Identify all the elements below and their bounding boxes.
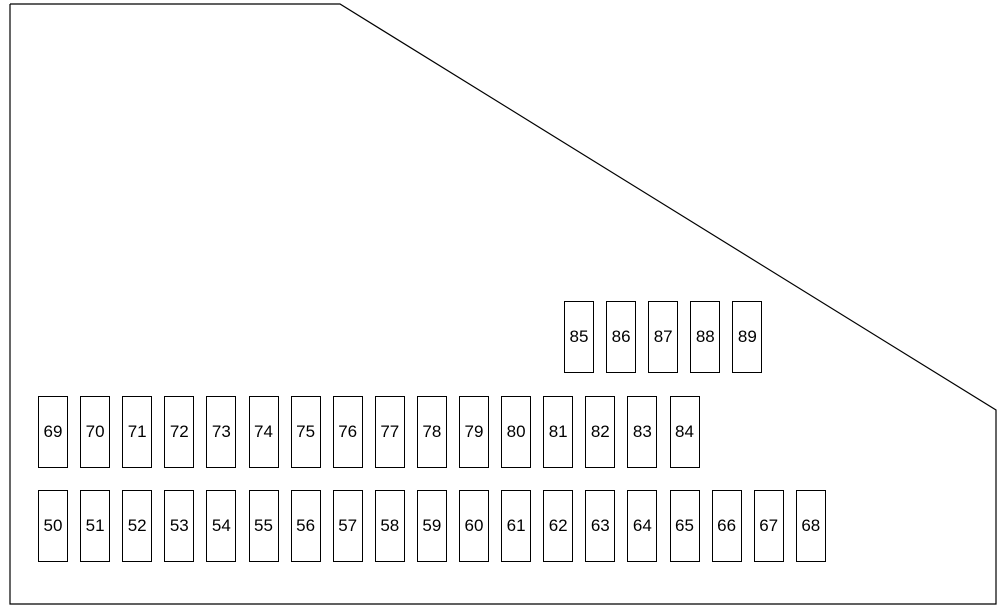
fuse-75[interactable]: 75 — [290, 396, 321, 468]
fuse-78[interactable]: 78 — [416, 396, 447, 468]
fuse-74[interactable]: 74 — [248, 396, 279, 468]
fuse-57[interactable]: 57 — [332, 490, 363, 562]
fuse-86[interactable]: 86 — [606, 301, 637, 373]
fuse-82[interactable]: 82 — [585, 396, 616, 468]
fuse-63[interactable]: 63 — [585, 490, 616, 562]
fuse-59[interactable]: 59 — [416, 490, 447, 562]
fuse-67[interactable]: 67 — [753, 490, 784, 562]
fuse-73[interactable]: 73 — [206, 396, 237, 468]
fuse-60[interactable]: 60 — [459, 490, 489, 562]
fuse-88[interactable]: 88 — [690, 301, 721, 373]
fuse-62[interactable]: 62 — [543, 490, 574, 562]
fuse-79[interactable]: 79 — [459, 396, 489, 468]
fuse-66[interactable]: 66 — [711, 490, 742, 562]
fuse-52[interactable]: 52 — [122, 490, 153, 562]
fuse-54[interactable]: 54 — [206, 490, 237, 562]
fuse-81[interactable]: 81 — [543, 396, 574, 468]
fuse-50[interactable]: 50 — [38, 490, 68, 562]
fuse-87[interactable]: 87 — [648, 301, 679, 373]
fuse-56[interactable]: 56 — [290, 490, 321, 562]
fuse-61[interactable]: 61 — [501, 490, 532, 562]
fuse-89[interactable]: 89 — [732, 301, 763, 373]
fuse-77[interactable]: 77 — [374, 396, 405, 468]
fuse-65[interactable]: 65 — [669, 490, 700, 562]
fuse-70[interactable]: 70 — [80, 396, 111, 468]
fuse-84[interactable]: 84 — [669, 396, 700, 468]
fuse-64[interactable]: 64 — [627, 490, 658, 562]
fuse-76[interactable]: 76 — [332, 396, 363, 468]
fuse-51[interactable]: 51 — [80, 490, 111, 562]
fuse-80[interactable]: 80 — [501, 396, 532, 468]
fuse-72[interactable]: 72 — [164, 396, 195, 468]
fuse-58[interactable]: 58 — [374, 490, 405, 562]
fuse-69[interactable]: 69 — [38, 396, 68, 468]
fuse-55[interactable]: 55 — [248, 490, 279, 562]
fuse-68[interactable]: 68 — [795, 490, 826, 562]
fuse-85[interactable]: 85 — [564, 301, 594, 373]
fuse-83[interactable]: 83 — [627, 396, 658, 468]
fuse-53[interactable]: 53 — [164, 490, 195, 562]
fuse-71[interactable]: 71 — [122, 396, 153, 468]
